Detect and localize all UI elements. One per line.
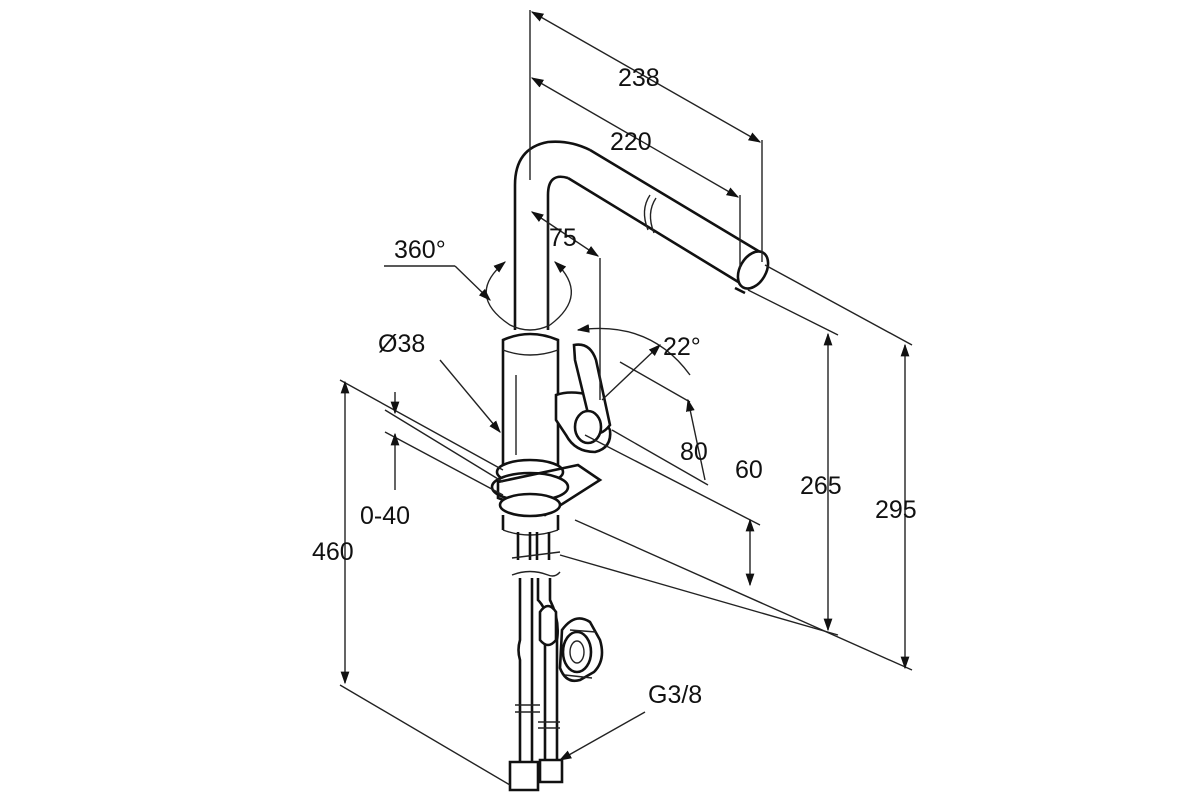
- dim-75-label: 75: [549, 224, 577, 252]
- thread-g38-label: G3/8: [648, 681, 702, 709]
- dim-295-label: 295: [875, 496, 917, 524]
- extension-lines: [339, 10, 913, 786]
- dim-360-label: 360°: [394, 236, 446, 264]
- dim-diameter-38-label: Ø38: [378, 330, 425, 358]
- dim-60-label: 60: [735, 456, 763, 484]
- dim-265-label: 265: [800, 472, 842, 500]
- dim-460-label: 460: [312, 538, 354, 566]
- dim-238-label: 238: [618, 64, 660, 92]
- faucet-body: [490, 140, 770, 792]
- dim-0-40-label: 0-40: [360, 502, 410, 530]
- dimension-labels: 238 220 75 360° Ø38 22° 80 60 265 295 0-…: [312, 64, 917, 709]
- dim-80-label: 80: [680, 438, 708, 466]
- dim-22-label: 22°: [663, 333, 701, 361]
- hose-clip: [558, 617, 604, 683]
- dim-220-label: 220: [610, 128, 652, 156]
- dimension-lines: [340, 11, 910, 761]
